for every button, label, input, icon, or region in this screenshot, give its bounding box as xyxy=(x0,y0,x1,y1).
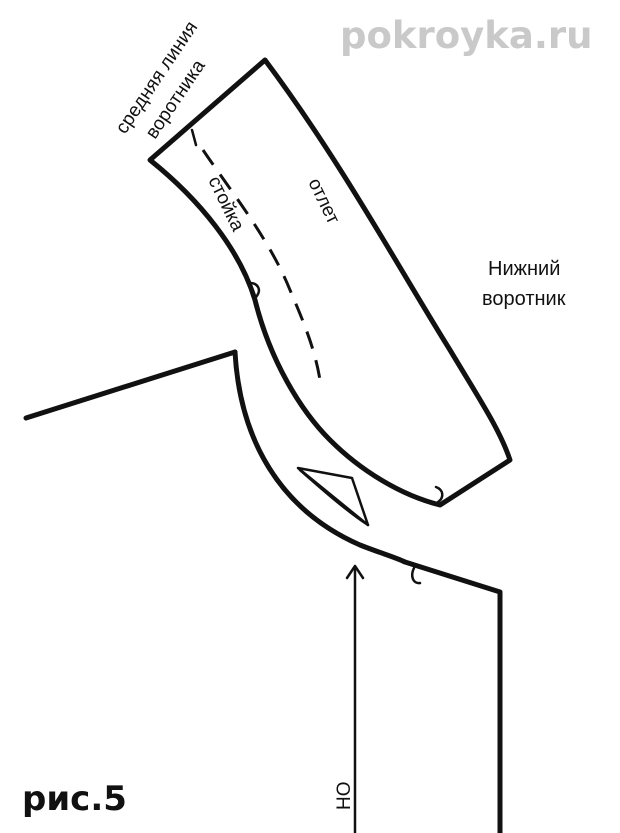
under-collar-outline xyxy=(147,57,513,508)
under-collar-label-1: Нижний xyxy=(488,258,560,280)
watermark-text: pokroyka.ru xyxy=(340,14,593,57)
dart-triangle xyxy=(296,466,370,527)
grain-arrow-head xyxy=(345,564,365,580)
fall-label: отлет xyxy=(304,175,344,228)
shoulder-line xyxy=(23,349,238,421)
neckline xyxy=(232,349,408,565)
under-collar-label-2: воротник xyxy=(482,288,566,310)
collar-top-notch xyxy=(190,128,198,147)
front-notch xyxy=(411,566,422,585)
front-top-line xyxy=(402,559,503,833)
grain-label: НО xyxy=(334,782,355,811)
collar-end-notch xyxy=(434,485,444,504)
figure-caption: рис.5 xyxy=(22,779,127,819)
stand-notch xyxy=(248,281,261,299)
roll-line xyxy=(201,149,322,381)
dart-inner-line xyxy=(298,468,370,527)
